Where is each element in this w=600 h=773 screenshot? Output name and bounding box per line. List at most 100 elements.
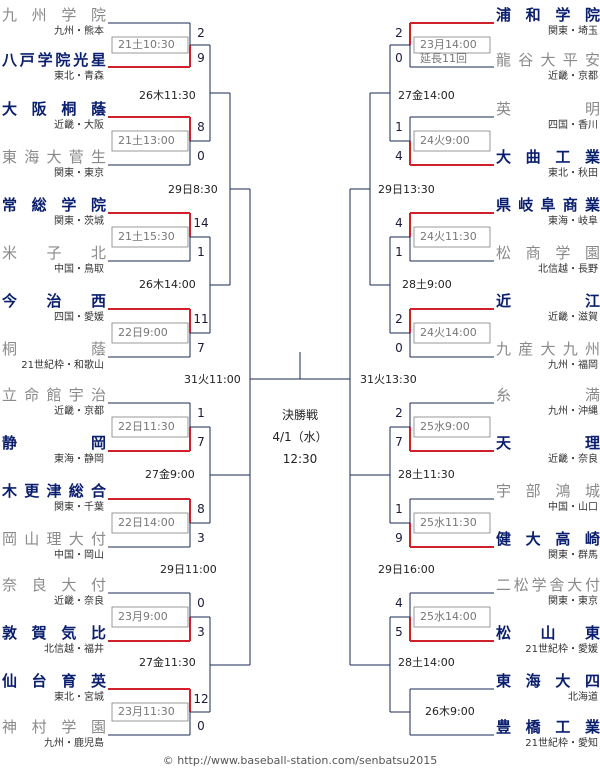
team-region: 関東・東京 [548,596,598,607]
match-schedule: 23月14:00 [420,38,477,51]
team-name: 天理 [496,434,600,452]
team-name: 豊橋工業 [496,718,600,736]
team-region: 四国・愛媛 [54,312,104,323]
team-name: 浦和学院 [496,6,600,24]
team-name: 大曲工業 [496,148,600,166]
team-name: 米子北 [2,244,106,262]
round-schedule: 27金9:00 [145,468,195,481]
team-entry: 宇部鴻城中国・山口 [496,480,600,520]
team-entry: 九州学院九州・熊本 [2,4,106,44]
round-schedule: 29日8:30 [168,183,218,196]
team-region: 東海・静岡 [54,454,104,465]
team-name: 桐蔭 [2,340,106,358]
team-entry: 龍谷大平安近畿・京都 [496,49,600,89]
team-region: 21世紀枠・愛媛 [525,644,598,655]
score: 3 [197,531,205,545]
round-schedule: 26木11:30 [139,89,196,102]
team-region: 四国・香川 [548,120,598,131]
match-label-box [111,36,189,54]
match-schedule: 24火14:00 [420,326,477,339]
round-schedule: 31火13:30 [360,373,417,386]
score: 5 [395,625,403,639]
match-schedule: 22日14:00 [118,516,175,529]
team-region: 東北・秋田 [548,168,598,179]
team-name: 奈良大付 [2,576,106,594]
team-region: 関東・東京 [54,168,104,179]
score: 4 [395,596,403,610]
team-entry: 常総学院関東・茨城 [2,194,106,234]
match-schedule: 25水9:00 [420,420,470,433]
match-schedule: 23月9:00 [118,610,168,623]
team-region: 関東・埼玉 [548,26,598,37]
match-label-box [111,512,189,534]
score: 7 [197,435,205,449]
score: 1 [395,120,403,134]
team-region: 中国・鳥取 [54,264,104,275]
match-label-box [111,130,189,152]
team-region: 近畿・大阪 [54,120,104,131]
score: 2 [395,26,403,40]
team-name: 松商学園 [496,244,600,262]
score: 11 [193,312,209,326]
match-label-box [111,322,189,344]
team-region: 関東・千葉 [54,502,104,513]
match-label-box [413,130,491,152]
score: 0 [197,719,205,733]
score: 9 [395,531,403,545]
team-entry: 木更津総合関東・千葉 [2,480,106,520]
round-schedule: 28土11:30 [398,468,455,481]
team-entry: 八戸学院光星東北・青森 [2,49,106,89]
match-label-box [413,226,491,248]
score: 4 [395,216,403,230]
team-entry: 今治西四国・愛媛 [2,290,106,330]
score: 1 [395,502,403,516]
final-time: 12:30 [282,452,318,466]
team-entry: 健大高崎関東・群馬 [496,528,600,568]
team-name: 東海大四 [496,672,600,690]
score: 0 [197,149,205,163]
team-entry: 奈良大付近畿・奈良 [2,574,106,614]
match-label-box [413,416,491,438]
score: 12 [193,692,209,706]
team-name: 静岡 [2,434,106,452]
match-schedule: 23月11:30 [118,705,175,718]
final-title: 決勝戦 [281,408,318,422]
match-label-box [111,606,189,628]
team-name: 岡山理大付 [2,530,106,548]
match-label-box [111,702,189,722]
team-name: 二松学舎大付 [496,576,600,594]
footer-credit: © http://www.baseball-station.com/senbat… [162,754,438,767]
match-label-box [111,416,189,438]
match-label-box [413,36,491,54]
team-entry: 九産大九州九州・福岡 [496,338,600,378]
team-region: 21世紀枠・和歌山 [21,360,104,371]
team-entry: 大阪桐蔭近畿・大阪 [2,98,106,138]
team-name: 九州学院 [2,6,106,24]
team-region: 九州・沖縄 [548,406,598,417]
match-label-box [413,322,491,344]
team-region: 東北・青森 [54,71,104,82]
team-name: 東海大菅生 [2,148,106,166]
round-schedule: 27金14:00 [398,89,455,102]
team-name: 木更津総合 [2,482,106,500]
round-schedule: 27金11:30 [139,656,196,669]
team-entry: 仙台育英東北・宮城 [2,670,106,710]
team-entry: 天理近畿・奈良 [496,432,600,472]
score: 3 [197,625,205,639]
team-name: 仙台育英 [2,672,106,690]
match-schedule: 21土13:00 [118,134,175,147]
final-date: 4/1（水） [272,430,328,444]
team-name: 九産大九州 [496,340,600,358]
team-entry: 立命館宇治近畿・京都 [2,384,106,424]
score: 0 [395,51,403,65]
team-region: 関東・茨城 [54,216,104,227]
round-schedule: 31火11:00 [184,373,241,386]
match-schedule: 21土10:30 [118,38,175,51]
team-entry: 大曲工業東北・秋田 [496,146,600,186]
team-name: 常総学院 [2,196,106,214]
score: 7 [395,435,403,449]
team-entry: 県岐阜商業東海・岐阜 [496,194,600,234]
